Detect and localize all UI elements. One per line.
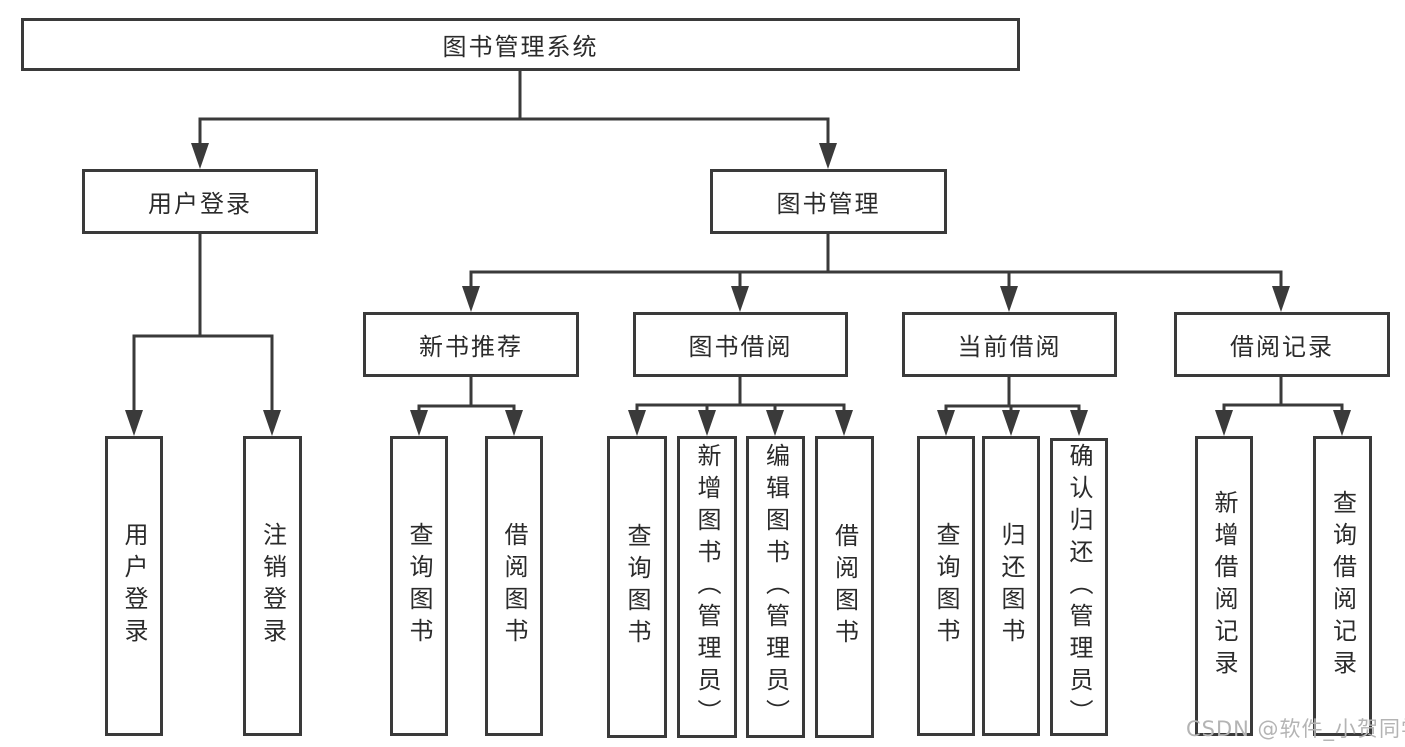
node-borrowing-records: 借阅记录 (1174, 312, 1390, 377)
node-label: 用户登录 (148, 190, 252, 218)
node-return-book: 归还图书 (982, 436, 1040, 736)
node-label: 查询图书 (405, 522, 433, 650)
node-user-login-leaf: 用户登录 (105, 436, 163, 736)
node-borrow-books-leaf: 借阅图书 (815, 436, 874, 738)
node-current-borrowing: 当前借阅 (902, 312, 1117, 377)
node-label: 当前借阅 (957, 333, 1062, 361)
node-label: 借阅记录 (1230, 333, 1334, 361)
node-label: 新增图书（管理员） (693, 443, 721, 731)
node-label: 借阅图书 (830, 523, 859, 651)
node-label: 注销登录 (258, 522, 287, 650)
node-label: 新书推荐 (419, 333, 523, 361)
node-confirm-return-admin: 确认归还（管理员） (1050, 438, 1108, 736)
node-label: 借阅图书 (500, 522, 528, 650)
node-label: 新增借阅记录 (1210, 490, 1238, 682)
node-query-borrow-record: 查询借阅记录 (1313, 436, 1372, 736)
node-label: 归还图书 (997, 522, 1025, 650)
node-add-book-admin: 新增图书（管理员） (677, 436, 737, 738)
node-label: 图书借阅 (688, 333, 793, 361)
node-user-login-branch: 用户登录 (82, 169, 318, 234)
node-query-books-current: 查询图书 (917, 436, 975, 736)
node-label: 查询借阅记录 (1328, 490, 1357, 682)
node-label: 编辑图书（管理员） (761, 443, 790, 731)
node-query-books-borrowing: 查询图书 (607, 436, 667, 738)
node-query-books-recommend: 查询图书 (390, 436, 448, 736)
node-edit-book-admin: 编辑图书（管理员） (746, 436, 805, 738)
node-label: 图书管理系统 (442, 33, 599, 61)
node-label: 查询图书 (623, 523, 651, 651)
node-book-borrowing: 图书借阅 (633, 312, 848, 377)
node-borrow-books-recommend: 借阅图书 (485, 436, 543, 736)
node-label: 图书管理 (776, 190, 881, 218)
node-label: 查询图书 (932, 522, 960, 650)
node-logout-leaf: 注销登录 (243, 436, 302, 736)
node-label: 确认归还（管理员） (1065, 443, 1093, 731)
node-add-borrow-record: 新增借阅记录 (1195, 436, 1253, 736)
node-library-management-system: 图书管理系统 (21, 18, 1020, 71)
csdn-watermark: CSDN @软件_小贺同学 (1186, 717, 1405, 741)
node-label: 用户登录 (120, 522, 148, 650)
node-new-book-recommend: 新书推荐 (363, 312, 579, 377)
node-book-management: 图书管理 (710, 169, 947, 234)
